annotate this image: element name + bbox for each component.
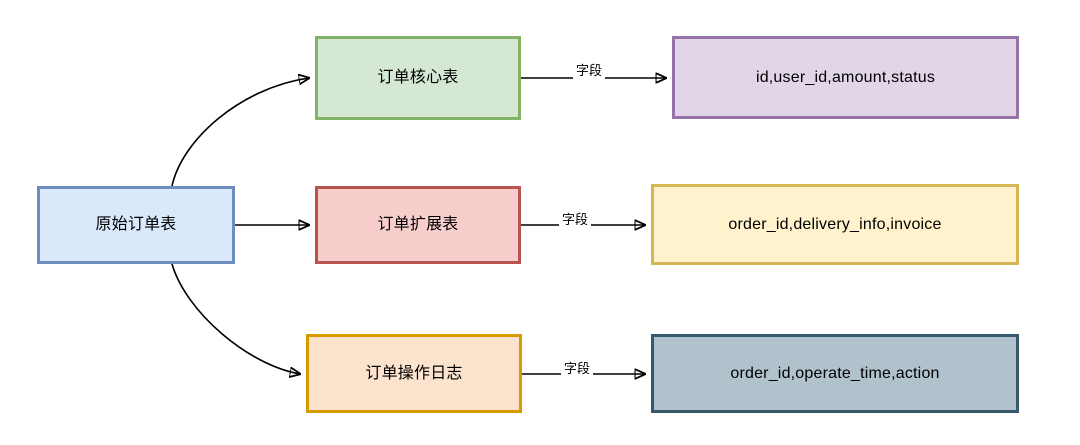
node-log-fields-label: order_id,operate_time,action: [730, 364, 940, 382]
node-order-extension-table-label: 订单扩展表: [377, 216, 459, 234]
node-order-extension-table[interactable]: 订单扩展表: [315, 186, 521, 264]
edge-label-extension-fields: 字段: [559, 212, 592, 229]
node-extension-fields-label: order_id,delivery_info,invoice: [728, 215, 942, 233]
edge-label-log-fields: 字段: [561, 361, 594, 378]
node-order-operation-log[interactable]: 订单操作日志: [306, 334, 522, 413]
edge-source-to-core-table: [171, 78, 309, 187]
node-core-fields[interactable]: id,user_id,amount,status: [672, 36, 1019, 119]
node-extension-fields[interactable]: order_id,delivery_info,invoice: [651, 184, 1019, 265]
node-order-core-table-label: 订单核心表: [377, 69, 459, 87]
node-log-fields[interactable]: order_id,operate_time,action: [651, 334, 1019, 413]
node-core-fields-label: id,user_id,amount,status: [755, 68, 936, 86]
node-order-core-table[interactable]: 订单核心表: [315, 36, 521, 120]
edge-label-core-fields: 字段: [573, 63, 606, 80]
edge-source-to-log-table: [171, 263, 300, 374]
node-source-order-table-label: 原始订单表: [95, 216, 177, 234]
node-source-order-table[interactable]: 原始订单表: [37, 186, 235, 264]
node-order-operation-log-label: 订单操作日志: [365, 364, 463, 382]
